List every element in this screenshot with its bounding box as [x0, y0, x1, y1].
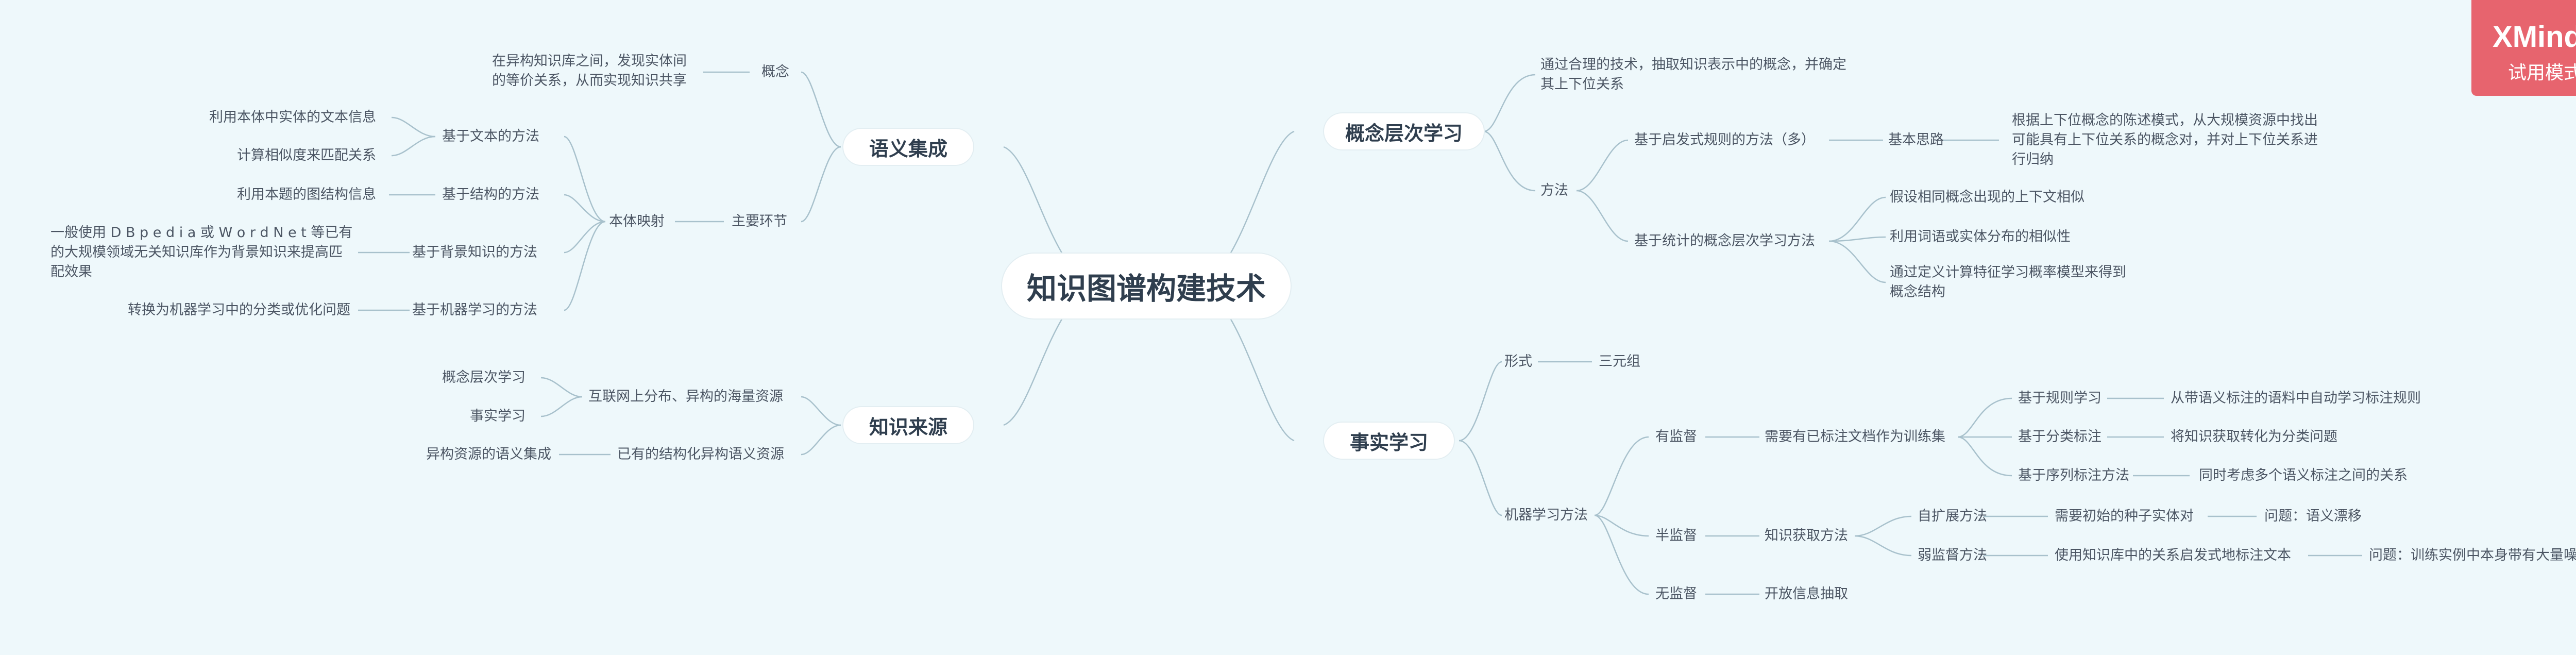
- topic-classification-desc[interactable]: 将知识获取转化为分类问题: [2171, 429, 2337, 445]
- topic-main-step[interactable]: 主要环节: [732, 213, 787, 229]
- topic-structured-child[interactable]: 异构资源的语义集成: [426, 446, 551, 462]
- topic-hierarchy-method[interactable]: 方法: [1540, 182, 1568, 198]
- topic-statistical-item-3[interactable]: 通过定义计算特征学习概率模型来得到概念结构: [1890, 264, 2126, 300]
- topic-statistical-method[interactable]: 基于统计的概念层次学习方法: [1634, 233, 1815, 249]
- xmind-logo-text: XMind: [2493, 20, 2576, 54]
- topic-structure-detail[interactable]: 利用本题的图结构信息: [237, 187, 376, 203]
- topic-background-method[interactable]: 基于背景知识的方法: [412, 244, 537, 260]
- topic-classification[interactable]: 基于分类标注: [2018, 429, 2102, 445]
- branch-concept-hierarchy[interactable]: 概念层次学习: [1324, 113, 1484, 149]
- topic-weak-supervision-issue[interactable]: 问题：训练实例中本身带有大量噪音: [2369, 547, 2576, 563]
- topic-form[interactable]: 形式: [1504, 354, 1532, 370]
- topic-web-child-2[interactable]: 事实学习: [470, 408, 526, 424]
- topic-statistical-item-1[interactable]: 假设相同概念出现的上下文相似: [1890, 189, 2084, 205]
- topic-text-detail-2[interactable]: 计算相似度来匹配关系: [237, 147, 376, 163]
- topic-concept[interactable]: 概念: [761, 64, 789, 80]
- topic-statistical-item-2[interactable]: 利用词语或实体分布的相似性: [1890, 229, 2071, 245]
- topic-basic-idea-desc[interactable]: 根据上下位概念的陈述模式，从大规模资源中找出可能具有上下位关系的概念对，并对上下…: [2012, 112, 2318, 167]
- topic-structure-method[interactable]: 基于结构的方法: [442, 187, 539, 203]
- link-root-hierarchy: [1225, 130, 1295, 261]
- topic-ml[interactable]: 机器学习方法: [1504, 507, 1588, 523]
- topic-weak-supervision[interactable]: 弱监督方法: [1918, 547, 1987, 563]
- topic-concept-desc[interactable]: 在异构知识库之间，发现实体间的等价关系，从而实现知识共享: [492, 53, 687, 89]
- topic-ontology-mapping[interactable]: 本体映射: [609, 213, 665, 229]
- branch-knowledge-source[interactable]: 知识来源: [843, 407, 973, 443]
- topic-supervised[interactable]: 有监督: [1655, 429, 1697, 445]
- topic-web-child-1[interactable]: 概念层次学习: [442, 370, 526, 385]
- topic-self-expand[interactable]: 自扩展方法: [1918, 508, 1987, 524]
- topic-basic-idea[interactable]: 基本思路: [1888, 132, 1944, 148]
- topic-structured-resources[interactable]: 已有的结构化异构语义资源: [617, 446, 784, 462]
- topic-ml-method[interactable]: 基于机器学习的方法: [412, 302, 537, 318]
- topic-web-resources[interactable]: 互联网上分布、异构的海量资源: [588, 389, 783, 405]
- topic-open-ie[interactable]: 开放信息抽取: [1765, 586, 1848, 602]
- topic-text-method[interactable]: 基于文本的方法: [442, 128, 539, 144]
- topic-semi-supervised[interactable]: 半监督: [1655, 528, 1697, 544]
- topic-rule-learning-desc[interactable]: 从带语义标注的语料中自动学习标注规则: [2171, 390, 2421, 406]
- link-root-source: [1003, 311, 1067, 426]
- trial-mode-label: 试用模式: [2507, 62, 2576, 83]
- topic-text-detail-1[interactable]: 利用本体中实体的文本信息: [209, 109, 376, 125]
- topic-weak-supervision-desc[interactable]: 使用知识库中的关系启发式地标注文本: [2055, 547, 2291, 563]
- topic-hierarchy-desc[interactable]: 通过合理的技术，抽取知识表示中的概念，并确定其上下位关系: [1540, 57, 1846, 92]
- topic-sequence[interactable]: 基于序列标注方法: [2018, 467, 2129, 483]
- topic-heuristic-method[interactable]: 基于启发式规则的方法（多）: [1634, 132, 1815, 148]
- topic-supervised-need[interactable]: 需要有已标注文档作为训练集: [1765, 429, 1945, 445]
- topic-self-expand-issue[interactable]: 问题：语义漂移: [2264, 508, 2362, 524]
- link-root-fact: [1225, 311, 1295, 442]
- topic-ml-detail[interactable]: 转换为机器学习中的分类或优化问题: [128, 302, 350, 318]
- topic-triple[interactable]: 三元组: [1599, 354, 1640, 370]
- topic-acquire-method[interactable]: 知识获取方法: [1765, 528, 1848, 544]
- link-root-semantic: [1003, 146, 1067, 261]
- xmind-trial-badge[interactable]: XMind 试用模式: [2471, 0, 2576, 96]
- branch-fact-learning[interactable]: 事实学习: [1324, 423, 1454, 459]
- topic-self-expand-desc[interactable]: 需要初始的种子实体对: [2055, 508, 2194, 524]
- root-topic[interactable]: 知识图谱构建技术: [1002, 254, 1291, 318]
- topic-sequence-desc[interactable]: 同时考虑多个语义标注之间的关系: [2199, 467, 2408, 483]
- topic-unsupervised[interactable]: 无监督: [1655, 586, 1697, 602]
- topic-background-detail[interactable]: 一般使用 D B p e d i a 或 W o r d N e t 等已有的大…: [50, 225, 353, 280]
- branch-semantic-integration[interactable]: 语义集成: [843, 129, 973, 165]
- topic-rule-learning[interactable]: 基于规则学习: [2018, 390, 2102, 406]
